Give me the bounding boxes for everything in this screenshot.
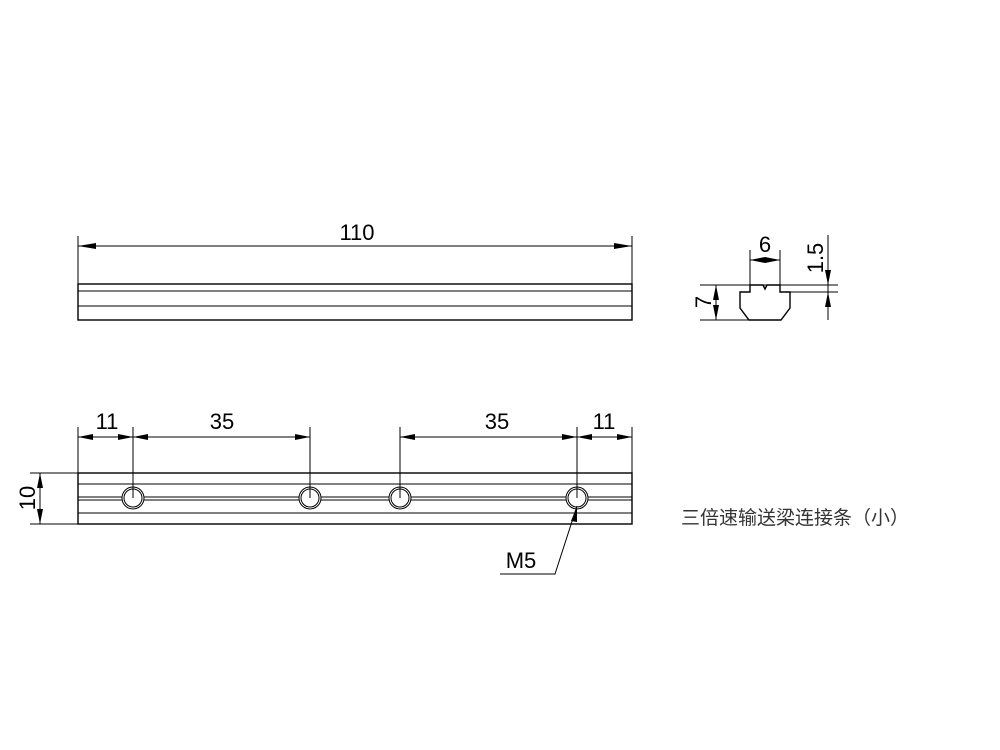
spacing-dimension: 35 xyxy=(485,409,509,434)
bar-outline xyxy=(77,283,633,321)
lip-dimension-1-5: 1.5 xyxy=(803,243,828,274)
length-dimension: 110 xyxy=(339,220,374,245)
bottom-view: 11 35 35 11 10 M5 xyxy=(15,409,633,575)
bar-outline-bottom xyxy=(77,472,633,525)
height-dimension-7: 7 xyxy=(691,296,716,308)
part-title: 三倍速输送梁连接条（小） xyxy=(681,507,909,529)
width-dimension-6: 6 xyxy=(759,232,771,257)
profile-view: 7 6 1.5 xyxy=(691,232,838,321)
hole-callout-m5: M5 xyxy=(506,548,537,573)
spacing-dimension: 11 xyxy=(593,409,616,434)
spacing-dimension: 11 xyxy=(96,409,119,434)
top-view: 110 xyxy=(77,220,633,321)
profile-outline xyxy=(739,284,791,321)
spacing-dimension: 35 xyxy=(210,409,234,434)
holes xyxy=(121,486,589,510)
height-dimension-10: 10 xyxy=(15,486,40,510)
hole-leader-line xyxy=(500,505,578,575)
